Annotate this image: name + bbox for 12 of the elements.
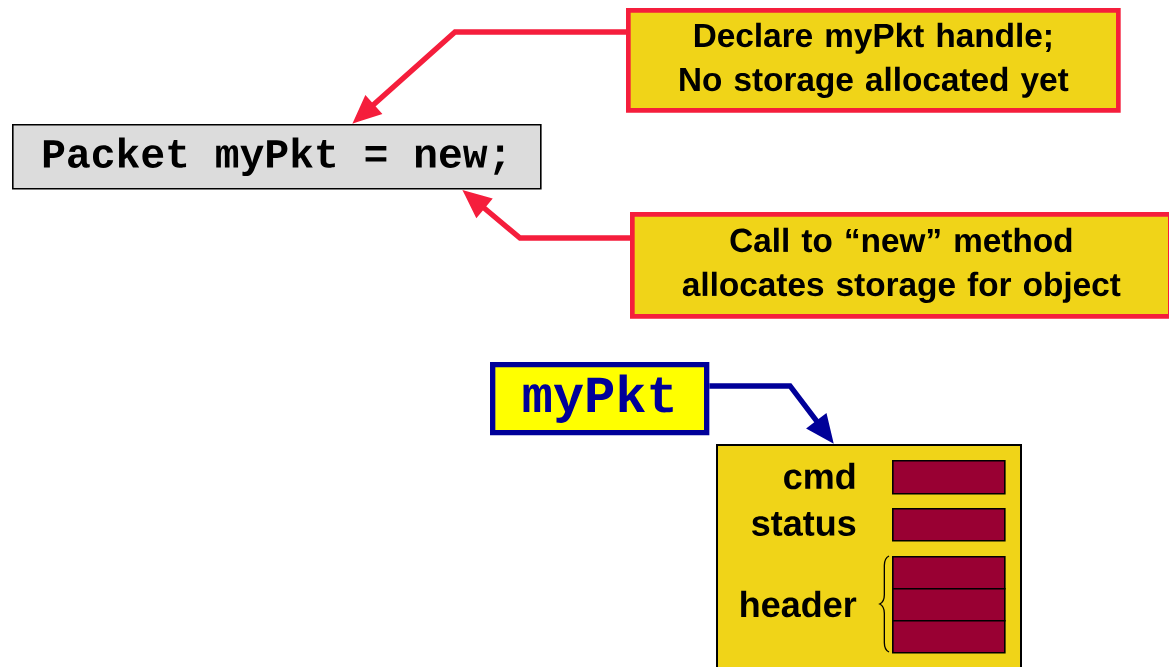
field-slot [892, 620, 1006, 654]
field-slot [892, 556, 1006, 590]
field-label: status [752, 512, 856, 536]
field-slot [892, 588, 1006, 622]
field-label: cmd [784, 462, 855, 490]
code-box: Packet myPkt = new; [12, 124, 542, 190]
field-slot [892, 508, 1006, 542]
variable-box: myPkt [490, 362, 710, 436]
callout-box: Declare myPkt handle; No storage allocated yet [626, 8, 1121, 113]
callout-box: Call to “new” method allocates storage for object [630, 212, 1169, 319]
field-label: header [741, 590, 857, 618]
field-slot [892, 460, 1006, 495]
